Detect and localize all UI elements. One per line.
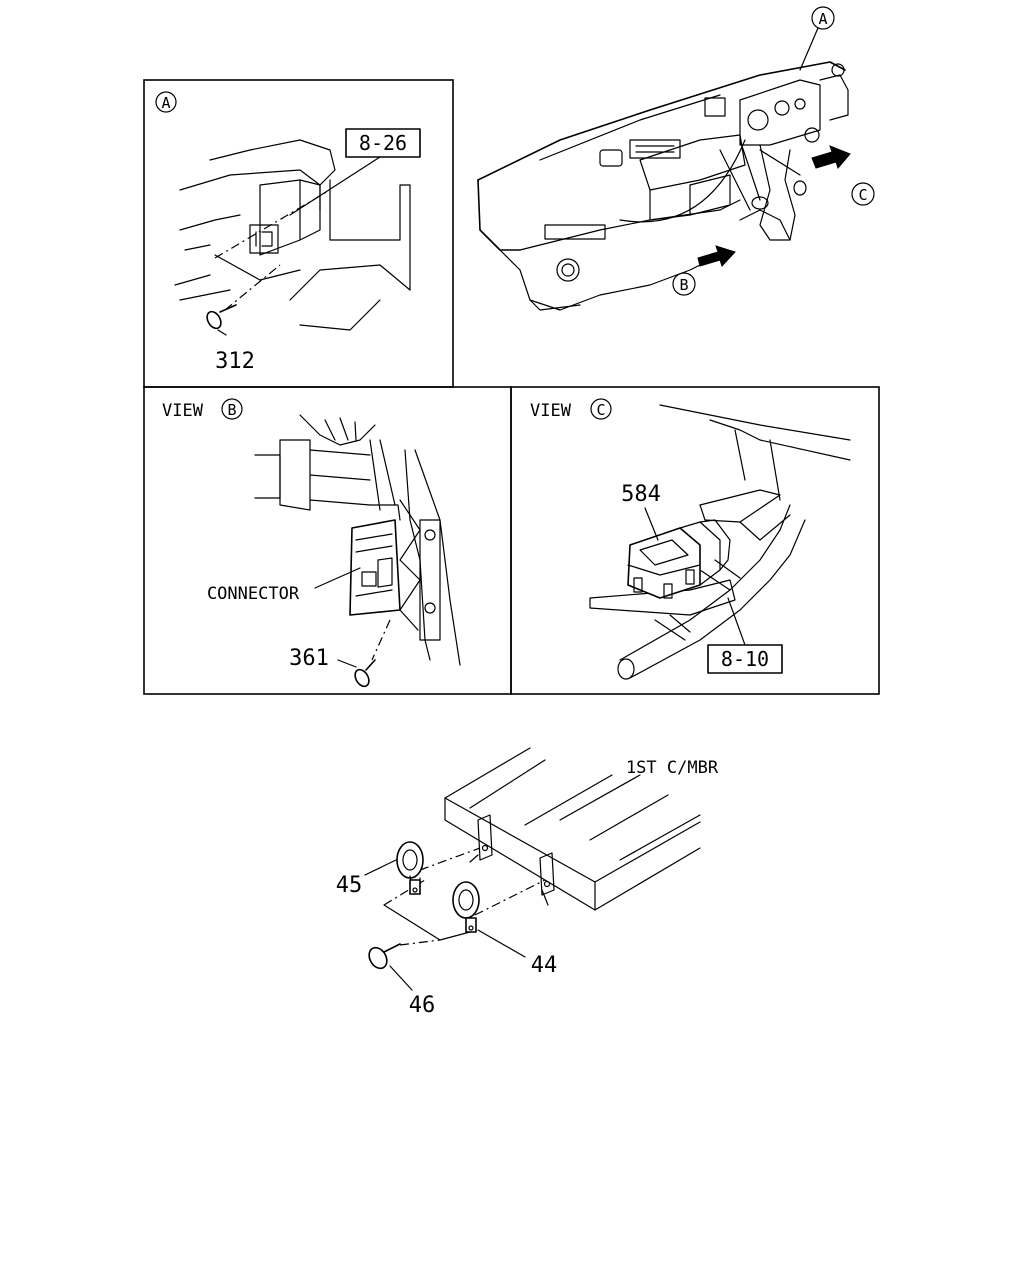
- panel-b: VIEW B CONNECTOR 361: [162, 398, 461, 688]
- panel-b-title: VIEW: [162, 401, 204, 421]
- connector-icon: [349, 504, 401, 616]
- panel-c-circle-marker: C: [590, 398, 612, 420]
- part-number-44: 44: [531, 953, 558, 978]
- panel-c-title: VIEW: [530, 401, 572, 421]
- member-label: 1ST C/MBR: [626, 758, 719, 778]
- svg-text:8-26: 8-26: [359, 131, 407, 155]
- connector-label: CONNECTOR: [207, 584, 300, 604]
- view-b-arrow-icon: [697, 245, 736, 267]
- svg-text:A: A: [818, 10, 827, 28]
- horn-assembly: 1ST C/MBR 45 44 46: [336, 747, 719, 1018]
- svg-text:C: C: [858, 186, 867, 204]
- ref-box-8-10: 8-10: [707, 597, 783, 674]
- overview-circle-b: B: [672, 272, 696, 296]
- bolt-46-icon: [368, 943, 401, 970]
- overview-circle-c: C: [851, 182, 875, 206]
- svg-text:A: A: [161, 94, 170, 112]
- part-number-361: 361: [289, 646, 329, 671]
- part-number-584: 584: [621, 482, 661, 507]
- svg-text:8-10: 8-10: [721, 647, 769, 671]
- part-number-45: 45: [336, 873, 363, 898]
- svg-text:B: B: [679, 276, 688, 294]
- panel-b-circle-marker: B: [221, 398, 243, 420]
- part-number-46: 46: [409, 993, 436, 1018]
- part-number-312: 312: [215, 349, 255, 374]
- horn-44-icon: [452, 881, 480, 933]
- panel-a-circle-marker: A: [155, 91, 177, 113]
- overview-circle-a: A: [799, 6, 835, 71]
- sensor-584-icon: [627, 519, 731, 599]
- panel-a: A 8-26 312: [155, 91, 421, 374]
- svg-text:B: B: [227, 401, 236, 419]
- bolt-361-icon: [354, 659, 376, 688]
- horn-45-icon: [396, 841, 424, 895]
- panel-frames: [143, 79, 880, 695]
- svg-text:C: C: [596, 401, 605, 419]
- ref-box-8-26: 8-26: [289, 128, 421, 216]
- panel-c: VIEW C 584: [530, 398, 851, 680]
- bolt-312-icon: [206, 304, 237, 330]
- view-c-arrow-icon: [811, 145, 851, 169]
- dashboard-overview: A: [477, 6, 875, 311]
